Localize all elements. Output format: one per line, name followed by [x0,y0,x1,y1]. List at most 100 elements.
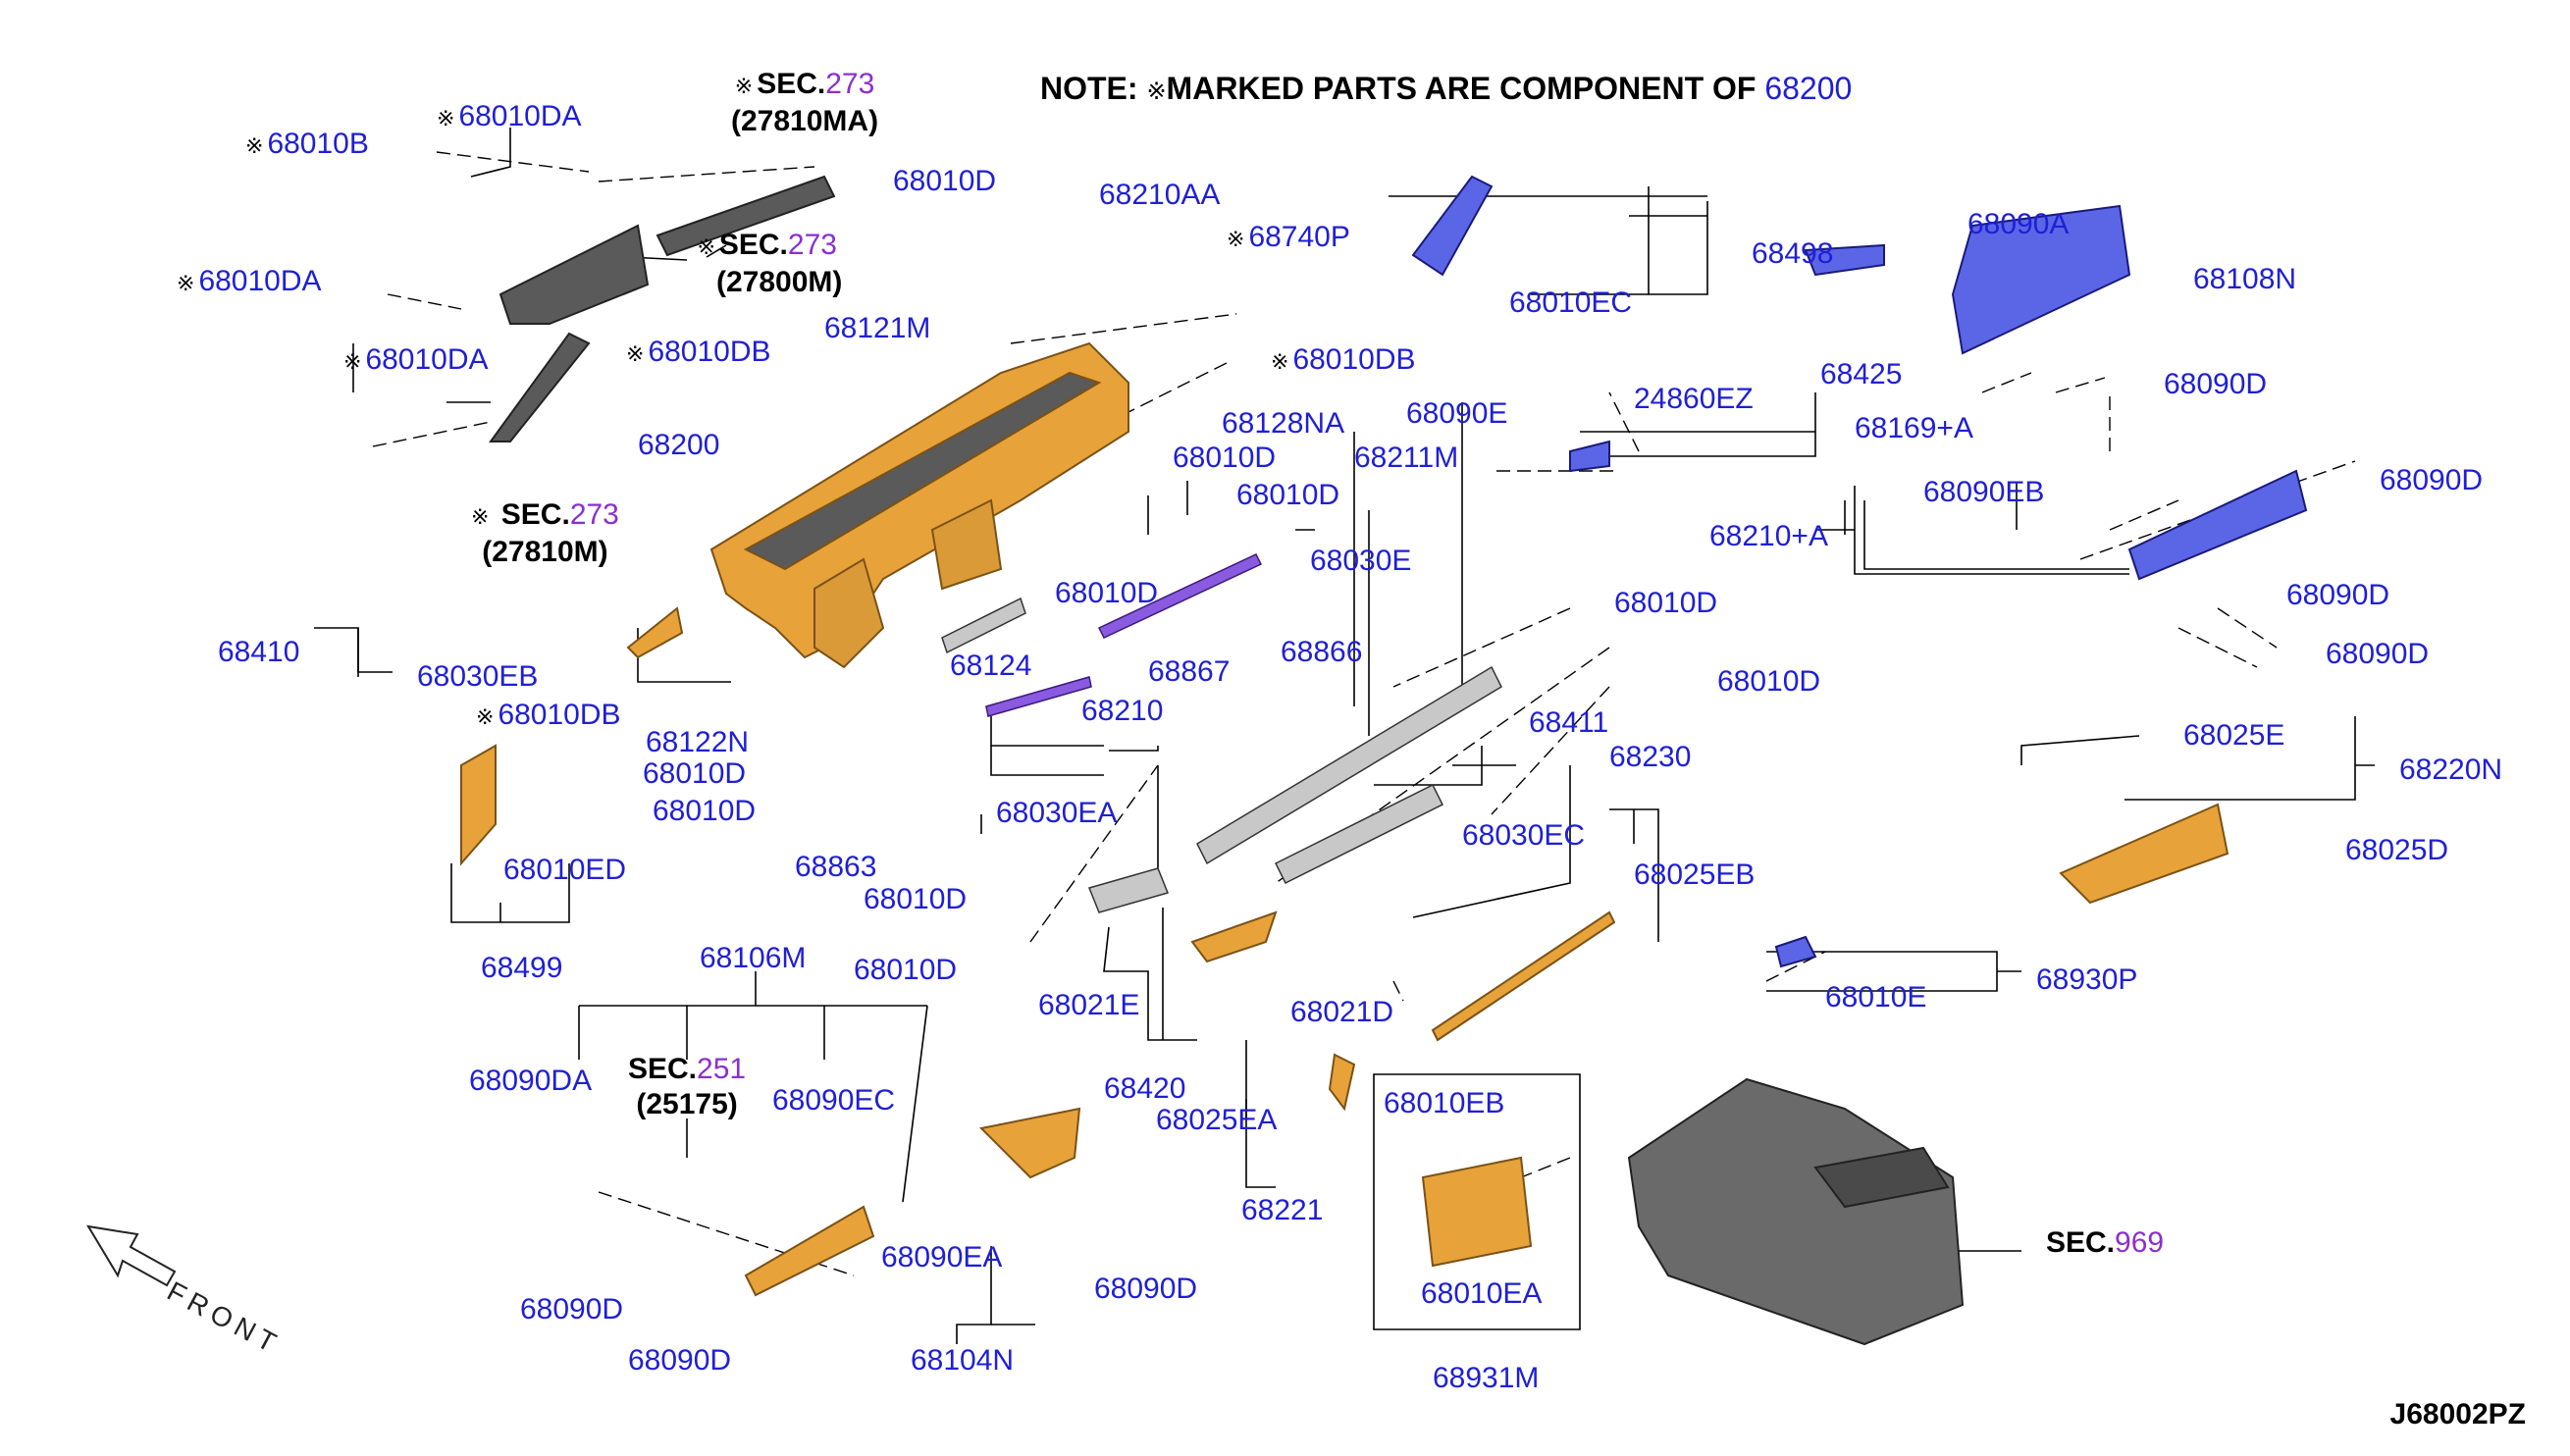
part-label[interactable]: 68010D [653,795,756,828]
part-label[interactable]: 68090DA [469,1065,592,1098]
sec-sub: (27810MA) [731,105,879,137]
sec-number: 273 [787,229,837,261]
part-label[interactable]: ※68010DA [437,100,582,135]
section-ref[interactable]: SEC.969 [2046,1226,2164,1260]
part-label[interactable]: 68090D [628,1344,731,1378]
part-label[interactable]: 68010D [1614,587,1717,620]
part-label[interactable]: 68030EB [417,660,538,694]
part-label[interactable]: 68499 [481,952,562,985]
part-number: 68411 [1529,706,1609,739]
part-label[interactable]: 68090EA [881,1241,1002,1274]
part-number: 68010D [864,883,968,915]
part-number: 68106M [700,942,807,974]
note-part-link[interactable]: 68200 [1764,71,1853,106]
part-label[interactable]: 68169+A [1855,412,1973,445]
part-label[interactable]: ※68010DA [343,343,489,379]
part-label[interactable]: 68128NA [1222,407,1344,441]
part-label[interactable]: 68010E [1825,981,1926,1014]
part-number: 68200 [638,429,720,461]
part-label[interactable]: ※68010DB [476,699,621,734]
part-label[interactable]: 68931M [1433,1362,1539,1395]
part-label[interactable]: 68498 [1752,237,1833,271]
part-label[interactable]: 68930P [2036,963,2137,997]
part-label[interactable]: 68090D [2286,579,2389,612]
part-label[interactable]: 68230 [1609,741,1691,774]
part-number: 68169+A [1855,412,1973,444]
part-label[interactable]: 68010D [1055,577,1158,610]
part-label[interactable]: 68025EA [1156,1104,1277,1137]
part-label[interactable]: 68010EA [1421,1277,1542,1311]
section-ref[interactable]: ※SEC.273(27800M) [692,228,842,300]
part-label[interactable]: 68411 [1529,706,1608,740]
part-label[interactable]: 68010D [854,954,957,987]
part-label[interactable]: 68021E [1038,989,1139,1022]
part-label[interactable]: ※68740P [1227,221,1350,256]
part-label[interactable]: ※68010DB [1271,343,1416,379]
note-mark: ※ [1146,78,1167,105]
part-label[interactable]: 68010D [864,883,967,916]
part-label[interactable]: 68090E [1406,397,1507,431]
part-number: 68420 [1104,1072,1186,1105]
part-label[interactable]: 68221 [1241,1194,1323,1227]
part-label[interactable]: ※68010DB [626,336,771,371]
part-number: 68010D [1055,577,1159,609]
mark-icon: ※ [476,704,495,729]
part-label[interactable]: 68025D [2345,834,2448,867]
part-label[interactable]: 68010EB [1384,1087,1504,1120]
part-label[interactable]: 68030E [1310,545,1411,578]
part-label[interactable]: 68425 [1820,358,1902,391]
part-label[interactable]: 68090A [1967,208,2069,241]
part-label[interactable]: 68121M [824,312,930,345]
part-label[interactable]: 68010D [893,165,996,198]
part-label[interactable]: 68010D [1236,479,1339,512]
part-label[interactable]: 68010D [1173,442,1276,475]
section-ref[interactable]: SEC.251(25175) [628,1052,746,1122]
section-ref[interactable]: ※ SEC.273(27810M) [471,497,619,570]
part-label[interactable]: 68200 [638,429,719,462]
part-label[interactable]: 24860EZ [1634,383,1754,416]
part-label[interactable]: 68104N [911,1344,1014,1378]
part-label[interactable]: 68210AA [1099,179,1220,212]
part-label[interactable]: 68030EC [1462,819,1585,853]
part-label[interactable]: 68010ED [503,854,626,887]
drawing-code: J68002PZ [2389,1398,2526,1430]
part-label[interactable]: 68124 [950,650,1031,683]
part-label[interactable]: 68122N [646,726,749,759]
part-label[interactable]: 68420 [1104,1072,1185,1106]
part-number: 68010D [1614,587,1718,619]
part-label[interactable]: 68025EB [1634,858,1755,892]
part-label[interactable]: 68010D [1717,665,1820,699]
part-label[interactable]: 68863 [795,851,876,884]
part-label[interactable]: 68010D [643,757,746,791]
part-label[interactable]: ※68010DA [177,265,322,300]
part-label[interactable]: 68410 [218,636,299,669]
part-label[interactable]: 68090EC [772,1084,895,1118]
part-label[interactable]: 68030EA [996,797,1117,830]
part-label[interactable]: 68210+A [1709,520,1828,553]
part-label[interactable]: 68090D [520,1293,623,1326]
part-label[interactable]: ※68010B [245,128,369,163]
part-label[interactable]: 68090D [2380,464,2483,497]
part-number: 68122N [646,726,750,758]
part-label[interactable]: 68010EC [1509,286,1632,320]
part-label[interactable]: 68090D [1094,1273,1197,1306]
part-number: 68210AA [1099,179,1221,211]
part-label[interactable]: 68210 [1081,695,1163,728]
part-label[interactable]: 68090D [2326,638,2429,671]
part-label[interactable]: 68021D [1290,996,1393,1029]
part-label[interactable]: 68220N [2399,754,2502,787]
part-label[interactable]: 68090D [2164,368,2267,401]
mark-icon: ※ [734,74,754,98]
part-label[interactable]: 68108N [2193,263,2296,296]
part-label[interactable]: 68866 [1281,636,1362,669]
part-label[interactable]: 68025E [2183,719,2284,753]
part-label[interactable]: 68211M [1354,442,1458,475]
part-number: 68221 [1241,1194,1324,1226]
part-number: 68931M [1433,1362,1540,1394]
part-label[interactable]: 68867 [1148,655,1230,689]
part-label[interactable]: 68090EB [1923,476,2044,509]
dashboard-frame [709,341,1129,669]
part-label[interactable]: 68106M [700,942,806,975]
section-ref[interactable]: ※SEC.273(27810MA) [731,67,878,139]
part-number: 68425 [1820,358,1903,390]
